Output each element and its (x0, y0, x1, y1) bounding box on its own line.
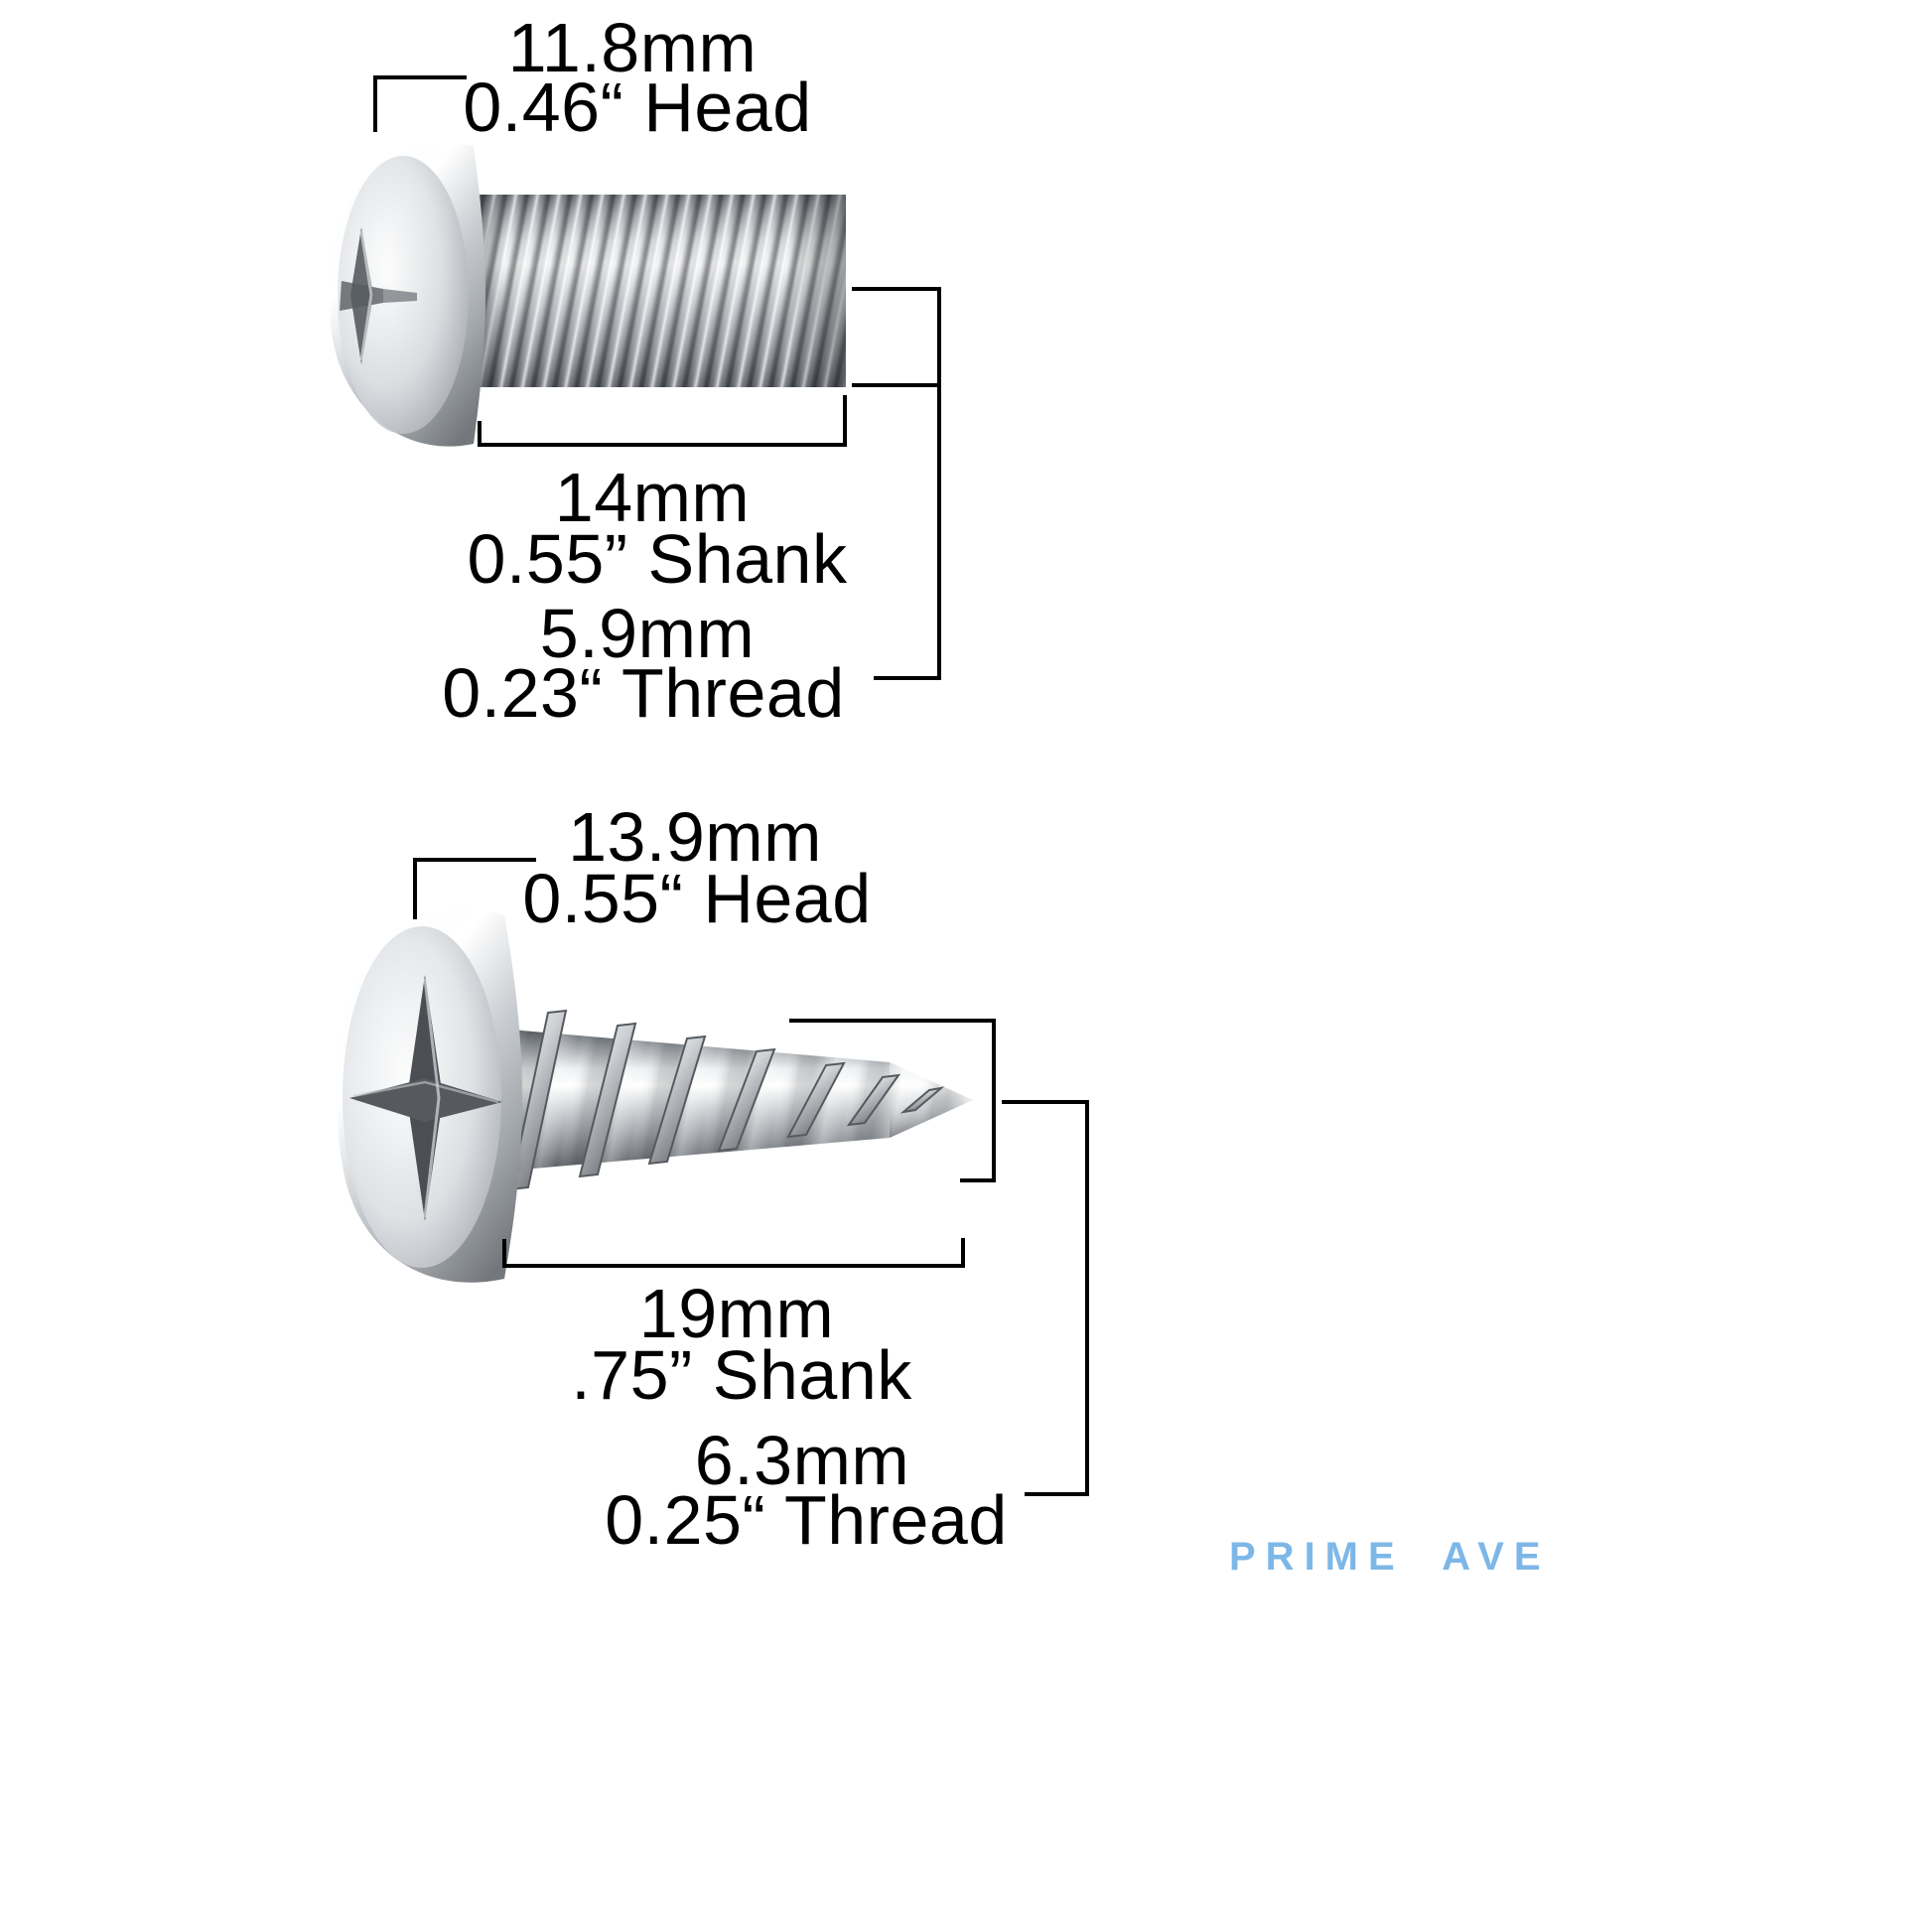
machine-screw-head (329, 143, 485, 447)
bottom-thread-imperial-label: 0.25“ Thread (605, 1481, 1008, 1559)
bottom-shank-metric-label: 19mm (638, 1275, 835, 1352)
prime-ave-logo: PRIME AVE (1229, 1535, 1551, 1579)
bottom-head-metric-label: 13.9mm (568, 798, 822, 876)
top-head-imperial-label: 0.46“ Head (463, 69, 812, 146)
tapping-screw-head (337, 908, 522, 1283)
phillips-recess-icon (340, 227, 417, 364)
top-thread-metric-label: 5.9mm (539, 595, 756, 672)
bottom-shank-imperial-label: .75” Shank (571, 1336, 912, 1414)
machine-screw-illustration (329, 143, 846, 447)
top-shank-imperial-label: 0.55” Shank (467, 520, 848, 598)
bottom-thread-dimension-line (1002, 1100, 1089, 1496)
top-thread-imperial-label: 0.23“ Thread (442, 654, 845, 732)
bottom-thread-metric-label: 6.3mm (694, 1422, 910, 1499)
phillips-recess-icon (349, 975, 502, 1221)
tapping-screw-body (498, 1009, 973, 1191)
top-head-metric-label: 11.8mm (507, 9, 758, 86)
machine-screw-shank (477, 195, 846, 387)
top-thread-dimension-line (852, 287, 941, 680)
bottom-head-imperial-label: 0.55“ Head (522, 860, 872, 937)
tapping-screw-illustration (337, 908, 973, 1283)
top-shank-metric-label: 14mm (554, 459, 751, 536)
